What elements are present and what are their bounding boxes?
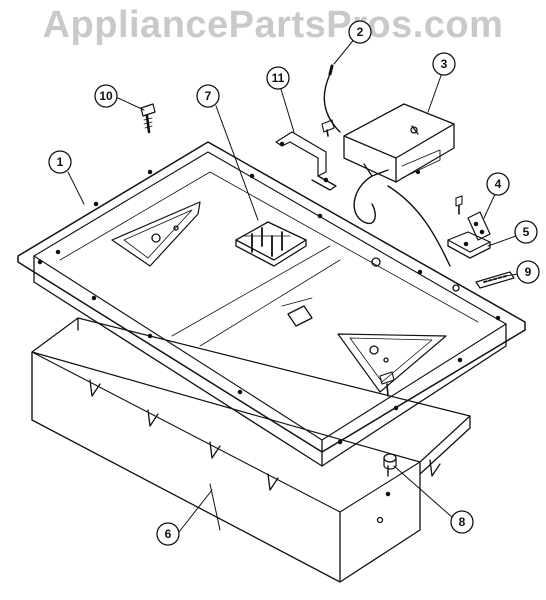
callout-1: 1 — [48, 150, 72, 174]
callout-label-6: 6 — [165, 527, 172, 541]
callout-leaders — [67, 31, 519, 531]
callout-label-1: 1 — [57, 155, 64, 169]
callout-9: 9 — [516, 260, 540, 284]
callout-label-11: 11 — [272, 71, 285, 85]
screw-drawing — [140, 103, 156, 134]
power-cord-drawing — [323, 64, 451, 267]
mounting-clip-drawing — [447, 231, 491, 259]
callout-7: 7 — [196, 84, 220, 108]
callout-10: 10 — [94, 84, 118, 108]
bracket-drawing — [455, 195, 491, 241]
callout-3: 3 — [432, 52, 456, 76]
junction-box-drawing — [343, 103, 455, 183]
cooktop-pan-drawing — [17, 141, 526, 467]
terminal-block-drawing — [235, 221, 307, 267]
callout-8: 8 — [450, 510, 474, 534]
loose-screw-drawing — [321, 119, 335, 137]
callout-label-4: 4 — [495, 177, 502, 191]
grommet-drawing — [379, 371, 397, 497]
callout-2: 2 — [348, 20, 372, 44]
callout-label-9: 9 — [525, 265, 532, 279]
support-bracket-drawing — [275, 131, 337, 191]
callout-6: 6 — [156, 489, 213, 546]
callout-label-8: 8 — [459, 515, 466, 529]
callout-5: 5 — [514, 220, 538, 244]
callout-4: 4 — [486, 172, 510, 196]
callout-label-10: 10 — [99, 89, 113, 103]
callout-label-7: 7 — [205, 89, 212, 103]
callout-11: 11 — [266, 66, 290, 90]
callout-label-2: 2 — [357, 25, 364, 39]
callout-label-3: 3 — [441, 57, 448, 71]
watermark-text: AppliancePartsPros.com — [42, 4, 504, 46]
strip-drawing — [475, 271, 515, 289]
base-tray-drawing — [31, 317, 471, 583]
callout-label-5: 5 — [523, 225, 530, 239]
